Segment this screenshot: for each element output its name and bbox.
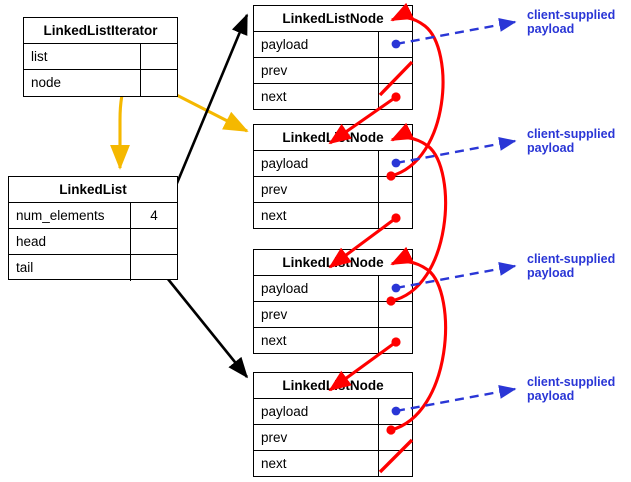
field-value-payload-2 <box>379 151 412 176</box>
field-label-prev-4: prev <box>254 425 379 450</box>
field-label-tail: tail <box>9 255 131 281</box>
field-label-payload-3: payload <box>254 276 379 301</box>
field-row-list: list <box>24 44 177 70</box>
struct-linkedlistnode-3: LinkedListNode payload prev next <box>253 249 413 354</box>
field-label-payload-2: payload <box>254 151 379 176</box>
field-value-node <box>141 70 177 96</box>
field-value-head <box>131 229 177 254</box>
struct-title-node-1: LinkedListNode <box>254 6 412 32</box>
struct-linkedlistnode-4: LinkedListNode payload prev next <box>253 372 413 477</box>
field-label-prev-1: prev <box>254 58 379 83</box>
payload-label-3: client-supplied payload <box>527 252 616 280</box>
field-row-next-1: next <box>254 84 412 110</box>
field-label-node: node <box>24 70 141 96</box>
field-row-head: head <box>9 229 177 255</box>
field-value-next-3 <box>379 328 412 354</box>
field-row-node: node <box>24 70 177 96</box>
field-row-payload-4: payload <box>254 399 412 425</box>
field-row-prev-4: prev <box>254 425 412 451</box>
struct-title-node-4: LinkedListNode <box>254 373 412 399</box>
field-value-num-elements: 4 <box>150 208 158 223</box>
field-label-payload-4: payload <box>254 399 379 424</box>
field-label-next-2: next <box>254 203 379 229</box>
field-row-payload-1: payload <box>254 32 412 58</box>
struct-title-iterator: LinkedListIterator <box>24 18 177 44</box>
field-value-next-1 <box>379 84 412 110</box>
field-row-tail: tail <box>9 255 177 281</box>
struct-linkedlistnode-1: LinkedListNode payload prev next <box>253 5 413 110</box>
field-label-head: head <box>9 229 131 254</box>
field-label-payload-1: payload <box>254 32 379 57</box>
field-value-payload-3 <box>379 276 412 301</box>
field-value-payload-1 <box>379 32 412 57</box>
field-row-prev-1: prev <box>254 58 412 84</box>
payload-label-4: client-supplied payload <box>527 375 616 403</box>
field-value-next-2 <box>379 203 412 229</box>
field-label-list: list <box>24 44 141 69</box>
field-label-prev-3: prev <box>254 302 379 327</box>
struct-title-node-3: LinkedListNode <box>254 250 412 276</box>
struct-title-node-2: LinkedListNode <box>254 125 412 151</box>
field-value-prev-2 <box>379 177 412 202</box>
struct-linkedlistnode-2: LinkedListNode payload prev next <box>253 124 413 229</box>
field-label-next-1: next <box>254 84 379 110</box>
field-row-num-elements: num_elements 4 <box>9 203 177 229</box>
struct-linkedlist: LinkedList num_elements 4 head tail <box>8 176 178 281</box>
field-value-prev-3 <box>379 302 412 327</box>
payload-label-2: client-supplied payload <box>527 127 616 155</box>
field-value-list <box>141 44 177 69</box>
field-row-payload-2: payload <box>254 151 412 177</box>
field-row-payload-3: payload <box>254 276 412 302</box>
payload-label-1: client-supplied payload <box>527 8 616 36</box>
field-label-next-3: next <box>254 328 379 354</box>
field-label-prev-2: prev <box>254 177 379 202</box>
field-label-next-4: next <box>254 451 379 477</box>
field-value-next-4 <box>379 451 412 477</box>
field-value-payload-4 <box>379 399 412 424</box>
field-row-next-4: next <box>254 451 412 477</box>
field-row-prev-2: prev <box>254 177 412 203</box>
field-row-prev-3: prev <box>254 302 412 328</box>
field-value-tail <box>131 255 177 281</box>
struct-linkedlistiterator: LinkedListIterator list node <box>23 17 178 97</box>
struct-title-list: LinkedList <box>9 177 177 203</box>
field-value-prev-1 <box>379 58 412 83</box>
field-label-num-elements: num_elements <box>9 203 131 228</box>
field-row-next-2: next <box>254 203 412 229</box>
field-row-next-3: next <box>254 328 412 354</box>
field-value-prev-4 <box>379 425 412 450</box>
